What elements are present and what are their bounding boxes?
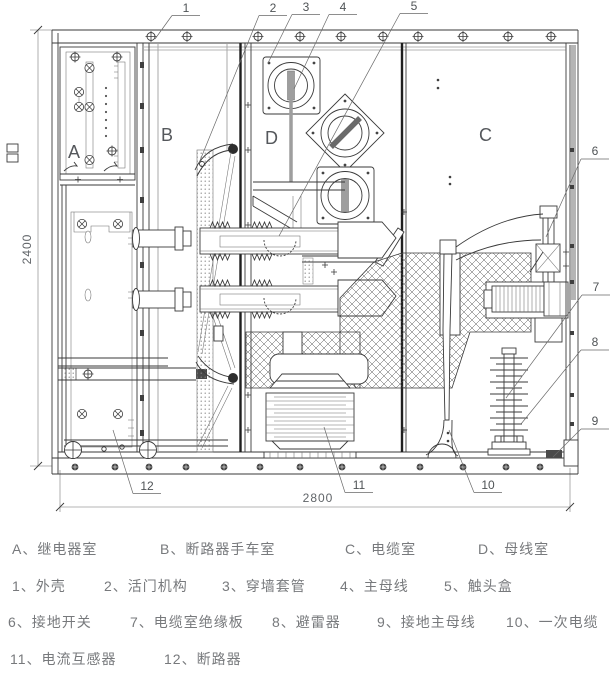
legend-part-6: 6、接地开关 (8, 614, 92, 630)
breaker-pole-lower (132, 287, 192, 312)
frame-gray-lines (157, 44, 228, 452)
callout-11: 11 (353, 478, 366, 492)
dimension-height-2400: 2400 (20, 25, 52, 471)
callout-10: 10 (481, 478, 495, 492)
callout-9: 9 (592, 414, 599, 428)
right-wall-gray-panel (571, 45, 576, 300)
callout-8: 8 (592, 335, 599, 349)
dim-width-label: 2800 (303, 491, 334, 505)
primary-cable (425, 239, 459, 459)
legend-chamber-d: D、母线室 (478, 541, 550, 557)
breaker-pole-upper (132, 226, 192, 251)
door-hinge-bracket (6, 153, 19, 163)
door-hook (63, 161, 79, 172)
callout-7: 7 (593, 280, 600, 294)
partition-a-b (136, 43, 150, 452)
legend-part-11: 11、电流互感器 (10, 651, 117, 667)
current-transformer (263, 373, 357, 459)
legend-part-12: 12、断路器 (164, 651, 242, 667)
dimension-width-2800: 2800 (55, 468, 575, 512)
chamber-c-label: C (479, 125, 492, 145)
door-hook (103, 161, 119, 172)
bottom-rail-bolts (71, 463, 544, 471)
legend-part-9: 9、接地主母线 (377, 614, 476, 630)
wall-bushing-bottom (316, 166, 375, 225)
callout-6: 6 (592, 144, 599, 158)
door-hinge-bracket (6, 143, 19, 153)
callout-1: 1 (183, 1, 190, 15)
callout-3: 3 (303, 0, 310, 14)
callout-12: 12 (140, 479, 154, 493)
switchgear-section-drawing: 2400 2800 (6, 0, 610, 512)
legend-chamber-c: C、电缆室 (345, 541, 417, 557)
legend-part-3: 3、穿墙套管 (222, 578, 306, 594)
legend-chamber-b: B、断路器手车室 (160, 541, 276, 557)
contact-box-upper (199, 196, 397, 262)
main-busbar-in-bushing (329, 116, 362, 149)
partition-d-c (400, 43, 408, 452)
dim-height-label: 2400 (20, 234, 34, 265)
legend-part-5: 5、触头盒 (444, 578, 513, 594)
legend-part-2: 2、活门机构 (104, 578, 188, 594)
chamber-a-label: A (68, 142, 80, 162)
legend-part-1: 1、外壳 (12, 578, 66, 594)
handcart-wheel (139, 441, 157, 459)
callouts: 1 2 3 4 5 6 7 8 9 10 11 12 (112, 0, 610, 494)
callout-2: 2 (270, 1, 277, 15)
legend-part-7: 7、电缆室绝缘板 (130, 614, 244, 630)
chamber-d-label: D (265, 128, 278, 148)
legend-chamber-a: A、继电器室 (12, 541, 98, 557)
wall-bushing-middle (305, 93, 385, 173)
dotted-line (104, 86, 108, 138)
legend-part-10: 10、一次电缆 (506, 614, 599, 630)
callout-4: 4 (340, 0, 347, 14)
callout-5: 5 (411, 0, 418, 13)
top-rail-bolts (145, 30, 557, 43)
main-busbar-in-bushing (341, 178, 349, 213)
wall-bushing-insulator (483, 281, 569, 343)
legend-part-8: 8、避雷器 (272, 614, 341, 630)
legend-part-4: 4、主母线 (340, 578, 409, 594)
surge-arrester (487, 347, 531, 456)
latch-strip (117, 61, 126, 169)
bottom-right-step (563, 439, 579, 467)
hinge-strip (85, 61, 94, 169)
circuit-breaker-body (58, 185, 228, 459)
handcart-wheel (64, 441, 82, 459)
chamber-b-label: B (161, 125, 173, 145)
earthing-main-busbar (546, 450, 562, 458)
cable-room-dots (436, 78, 452, 443)
relay-compartment-panel (59, 46, 136, 186)
